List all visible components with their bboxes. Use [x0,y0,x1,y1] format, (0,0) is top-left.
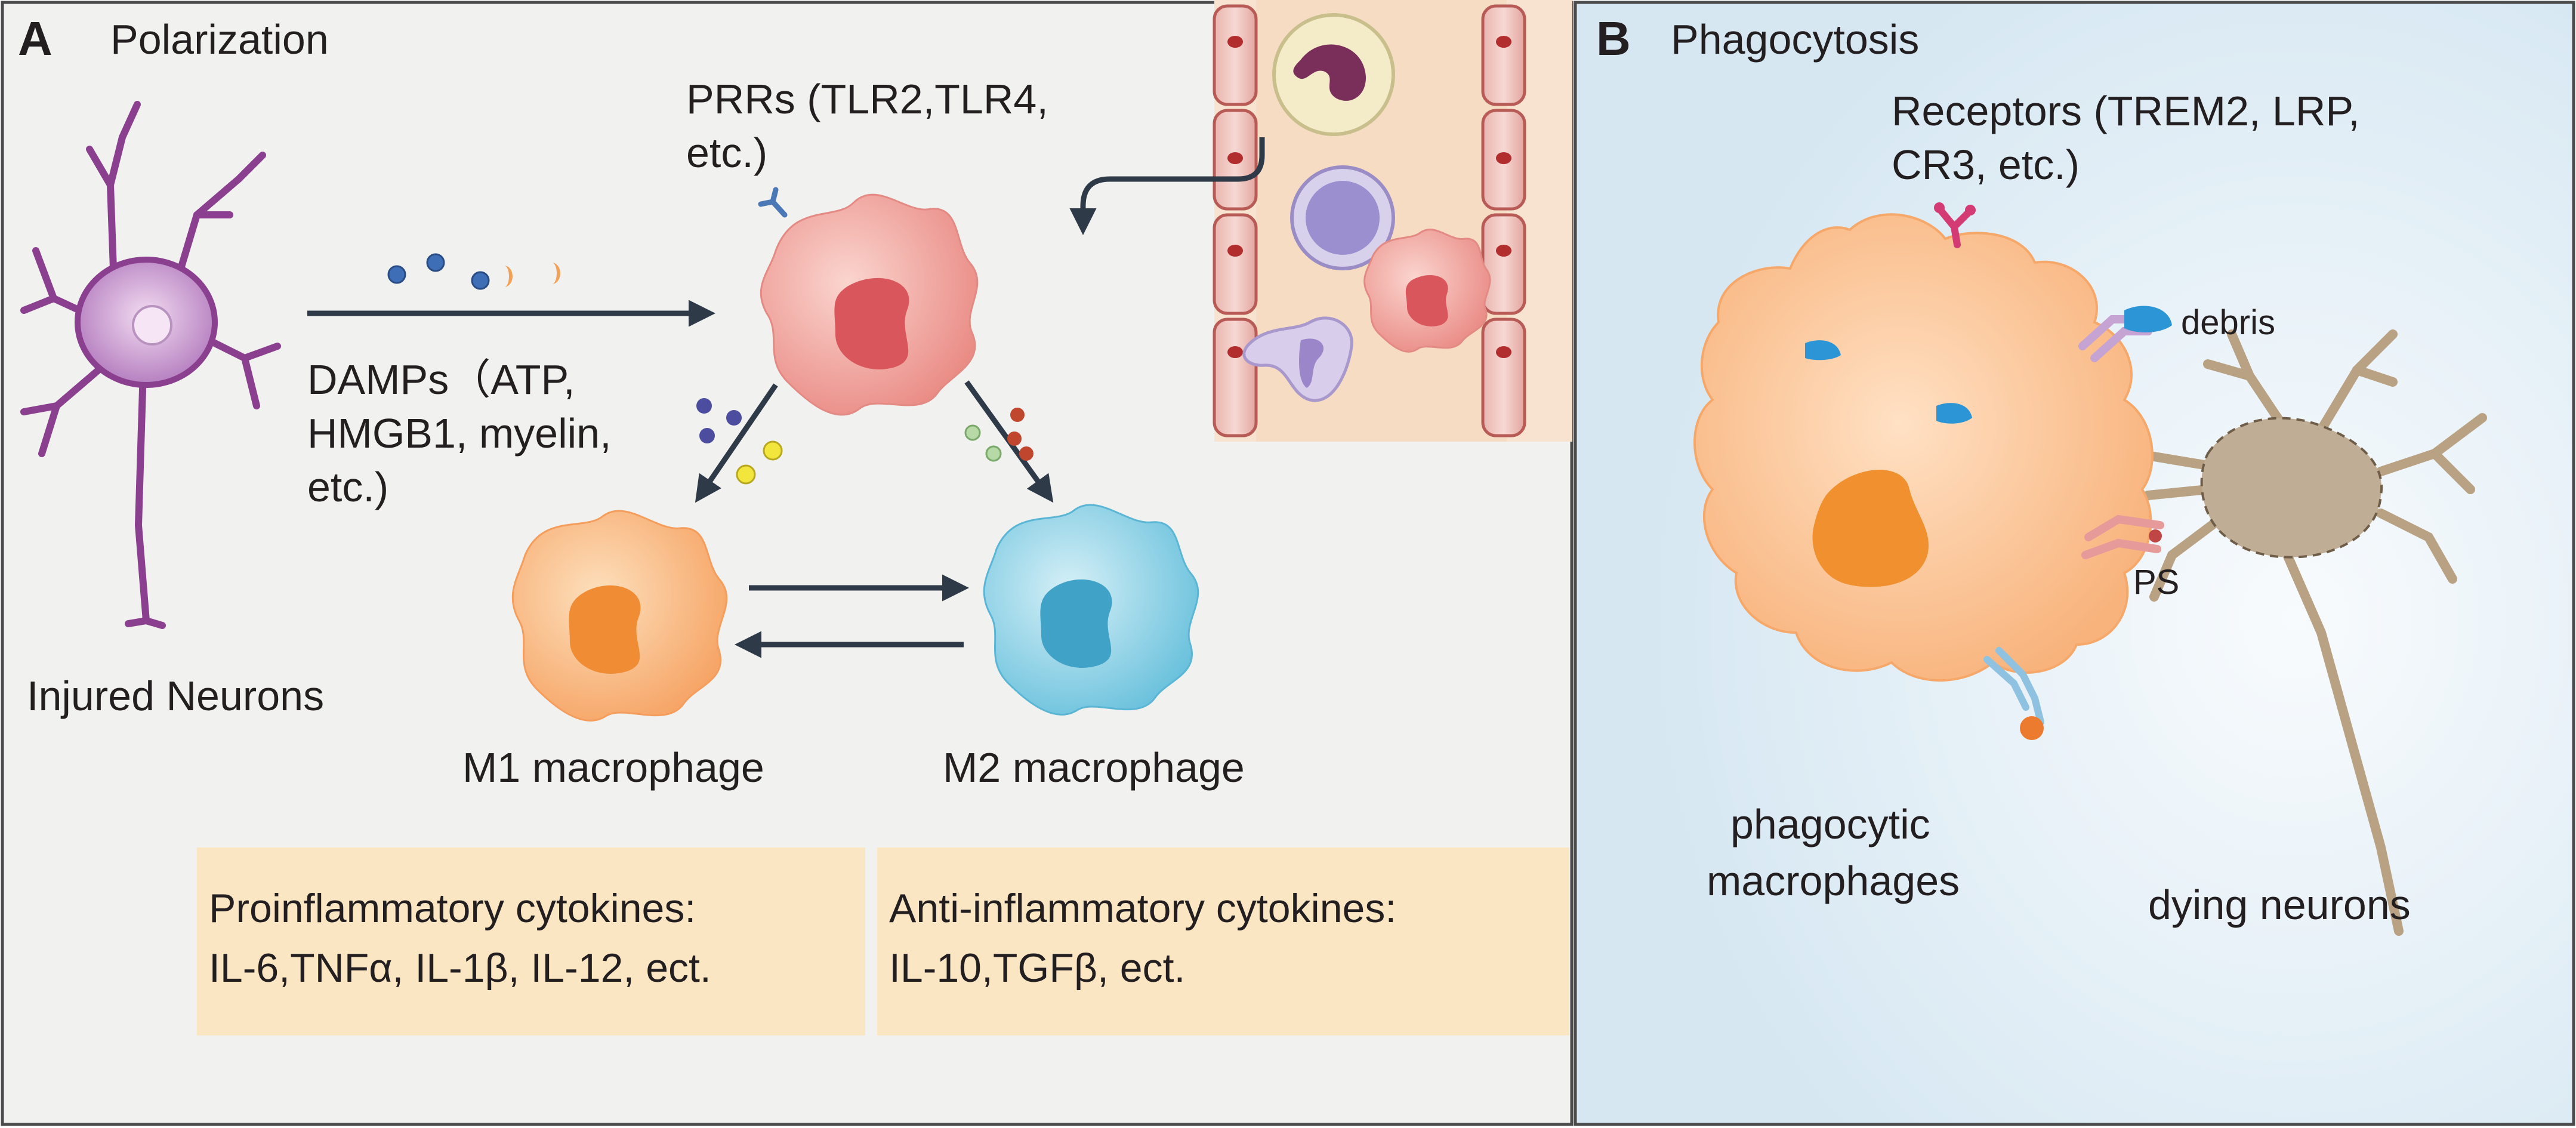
m2-macrophage-nucleus [1040,579,1112,668]
svg-text:HMGB1, myelin,: HMGB1, myelin, [307,410,612,457]
svg-text:DAMPs（ATP,: DAMPs（ATP, [307,356,575,403]
vessel-wall-left [1213,4,1258,437]
dying-neuron-icon [2108,329,2487,936]
panel-b-title: Phagocytosis [1671,16,1919,63]
m2-label: M2 macrophage [943,744,1245,791]
phagocytic-macrophage-nucleus [1812,470,1929,587]
antibody-receptor-icon [1983,647,2044,726]
monocyte [1242,316,1353,402]
debris-particle [2124,306,2172,332]
injured-neuron-nucleus [132,305,172,346]
svg-text:macrophages: macrophages [1707,858,1960,904]
damp-particles [387,253,560,290]
svg-text:etc.): etc.) [686,130,767,176]
dying-neurons-label: dying neurons [2148,882,2411,928]
proinflammatory-particles [696,398,783,485]
svg-text:Receptors (TREM2, LRP,: Receptors (TREM2, LRP, [1892,88,2360,134]
ps-receptor-icon [2081,514,2164,559]
dying-neuron-soma [2200,417,2383,559]
panel-a-letter: A [18,12,53,65]
arrow-to-m1 [695,383,778,503]
engulfed-debris-2 [1936,403,1972,424]
svg-text:IL-6,TNFα, IL-1β, IL-12, ect.: IL-6,TNFα, IL-1β, IL-12, ect. [209,945,711,991]
trem2-receptor-icon [1937,207,1973,248]
svg-text:etc.): etc.) [307,464,388,510]
injured-neurons-label: Injured Neurons [27,673,324,719]
blood-vessel [1069,0,1572,442]
neutrophil-nucleus [1293,44,1366,101]
svg-text:IL-10,TGFβ, ect.: IL-10,TGFβ, ect. [889,945,1185,991]
anti-inflammatory-particles [964,408,1034,462]
proinflammatory-box [197,847,865,1035]
resting-macrophage-nucleus [834,278,909,369]
svg-text:Proinflammatory cytokines:: Proinflammatory cytokines: [209,886,696,931]
panel-b-letter: B [1596,12,1631,65]
proinflammatory-text: Proinflammatory cytokines: IL-6,TNFα, IL… [209,886,711,991]
engulfed-debris-1 [1805,340,1841,360]
m1-macrophage-nucleus [569,585,641,674]
m1-label: M1 macrophage [462,744,764,791]
damps-label: DAMPs（ATP, HMGB1, myelin, etc.) [307,356,612,510]
ps-label: PS [2133,563,2179,602]
antibody-ligand [2020,716,2044,740]
vessel-wall-right [1481,4,1526,437]
anti-inflammatory-box [877,847,1569,1035]
svg-text:Anti-inflammatory cytokines:: Anti-inflammatory cytokines: [889,886,1396,931]
svg-text:PRRs (TLR2,TLR4,: PRRs (TLR2,TLR4, [686,76,1048,122]
svg-text:CR3, etc.): CR3, etc.) [1892,141,2080,188]
receptors-label: Receptors (TREM2, LRP, CR3, etc.) [1892,88,2360,188]
tlr-receptor-icon [758,187,788,218]
phagocytic-macrophage [1693,213,2154,682]
svg-text:phagocytic: phagocytic [1730,801,1930,847]
debris-label: debris [2181,303,2275,342]
lymphocyte-nucleus [1306,181,1380,255]
phagocytic-macrophages-label: phagocytic macrophages [1707,801,1960,904]
prrs-label: PRRs (TLR2,TLR4, etc.) [686,76,1048,176]
recruitment-arrow [1069,137,1265,235]
panel-a-title: Polarization [110,16,329,63]
anti-inflammatory-text: Anti-inflammatory cytokines: IL-10,TGFβ,… [889,886,1396,991]
